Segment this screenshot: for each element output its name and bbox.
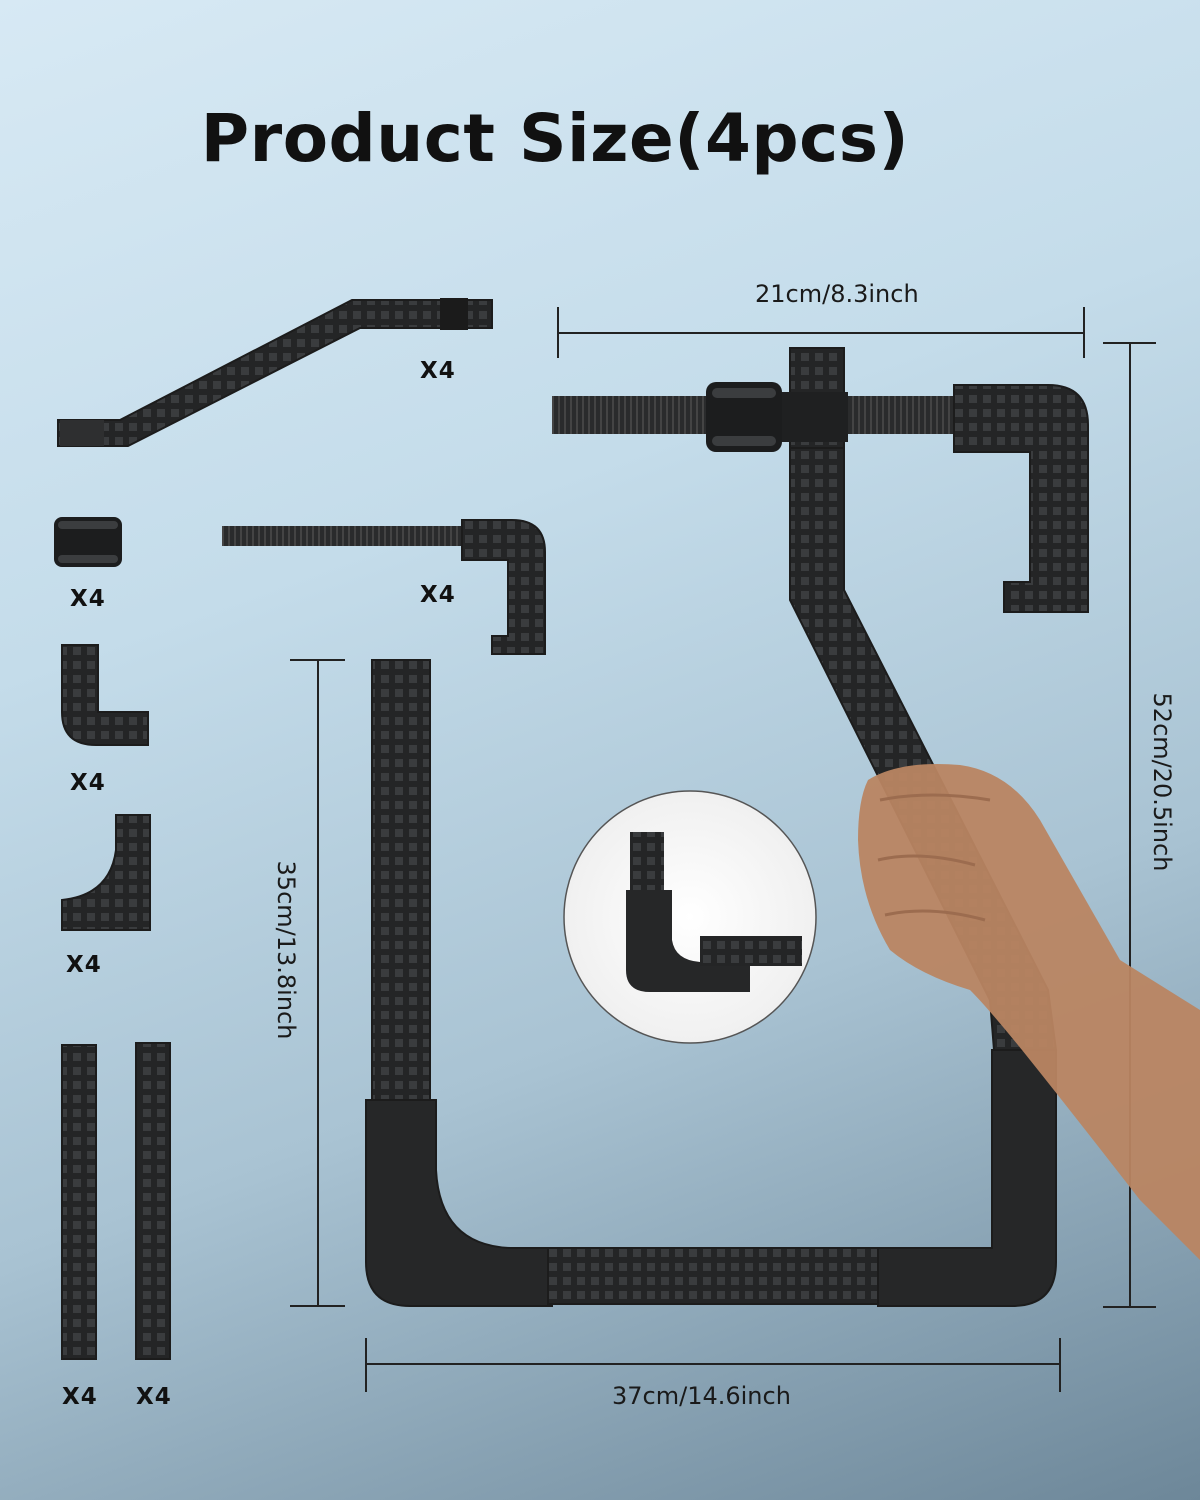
angled-arm-part xyxy=(57,298,493,447)
frame-bottom-bar xyxy=(547,1247,883,1305)
frame-left-bar xyxy=(371,659,431,1101)
straight-bar-2-part xyxy=(135,1042,171,1360)
frame-bottom-right-corner xyxy=(877,1049,1057,1307)
corner-a-part xyxy=(61,644,149,746)
top-width-label: 21cm/8.3inch xyxy=(755,280,919,308)
frame-knob xyxy=(706,382,848,452)
qty-corner-b: X4 xyxy=(66,952,102,978)
screw-clamp-part xyxy=(222,519,546,655)
qty-straight-bar-2: X4 xyxy=(136,1384,172,1410)
frame-bottom-left-corner xyxy=(365,1099,553,1307)
straight-bar-1-part xyxy=(61,1044,97,1360)
qty-corner-a: X4 xyxy=(70,770,106,796)
bottom-width-label: 37cm/14.6inch xyxy=(612,1382,791,1410)
dimension-lines xyxy=(290,307,1156,1392)
qty-knob: X4 xyxy=(70,586,106,612)
qty-angled-arm: X4 xyxy=(420,358,456,384)
corner-b-part xyxy=(61,814,151,931)
detail-inset-circle xyxy=(563,790,817,1044)
qty-straight-bar-1: X4 xyxy=(62,1384,98,1410)
qty-screw-clamp: X4 xyxy=(420,582,456,608)
page-title: Product Size(4pcs) xyxy=(200,100,910,177)
frame-clamp-head xyxy=(953,384,1089,613)
knob-part xyxy=(54,517,122,567)
hand-illustration xyxy=(858,764,1200,1260)
